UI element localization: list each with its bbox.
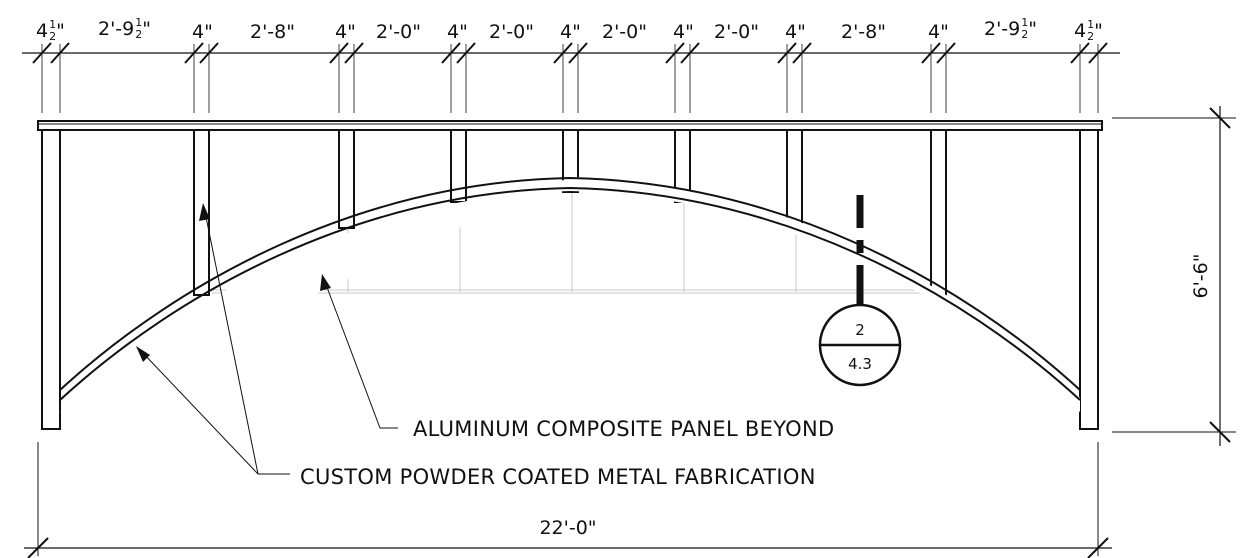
dim-top-9: 4" <box>560 21 581 43</box>
dim-top-13: 4" <box>785 21 806 43</box>
picket <box>562 129 579 193</box>
end-post-left <box>41 129 61 430</box>
dim-overall-width: 22'-0" <box>539 517 596 539</box>
picket <box>338 129 355 229</box>
dim-top-3: 4" <box>192 21 213 43</box>
leader-panel <box>320 274 398 429</box>
note-metal-fabrication: CUSTOM POWDER COATED METAL FABRICATION <box>300 465 816 489</box>
dim-top-11: 4" <box>673 21 694 43</box>
dim-height: 6'-6" <box>1190 254 1212 299</box>
dim-top-4: 2'-8" <box>250 21 295 43</box>
note-aluminum-panel: ALUMINUM COMPOSITE PANEL BEYOND <box>413 417 834 441</box>
section-tag: 2 4.3 <box>818 303 902 387</box>
dim-top-12: 2'-0" <box>714 21 759 43</box>
dim-top-8: 2'-0" <box>489 21 534 43</box>
picket <box>450 129 467 203</box>
picket <box>930 129 947 296</box>
dim-top-6: 2'-0" <box>376 21 421 43</box>
overall-dimension: 22'-0" <box>24 442 1112 558</box>
section-number: 2 <box>855 321 865 339</box>
sheet-number: 4.3 <box>848 355 872 373</box>
height-dimension: 6'-6" <box>1112 106 1236 446</box>
dim-top-5: 4" <box>335 21 356 43</box>
dim-top-10: 2'-0" <box>602 21 647 43</box>
dim-top-14: 2'-8" <box>841 21 886 43</box>
dim-top-15: 4" <box>928 21 949 43</box>
arch <box>59 176 1081 412</box>
top-rail <box>37 120 1103 131</box>
end-post-right <box>1079 129 1099 430</box>
picket <box>786 129 803 229</box>
leader-fabrication <box>136 203 290 475</box>
dim-top-7: 4" <box>447 21 468 43</box>
top-extension-lines <box>41 44 1099 113</box>
